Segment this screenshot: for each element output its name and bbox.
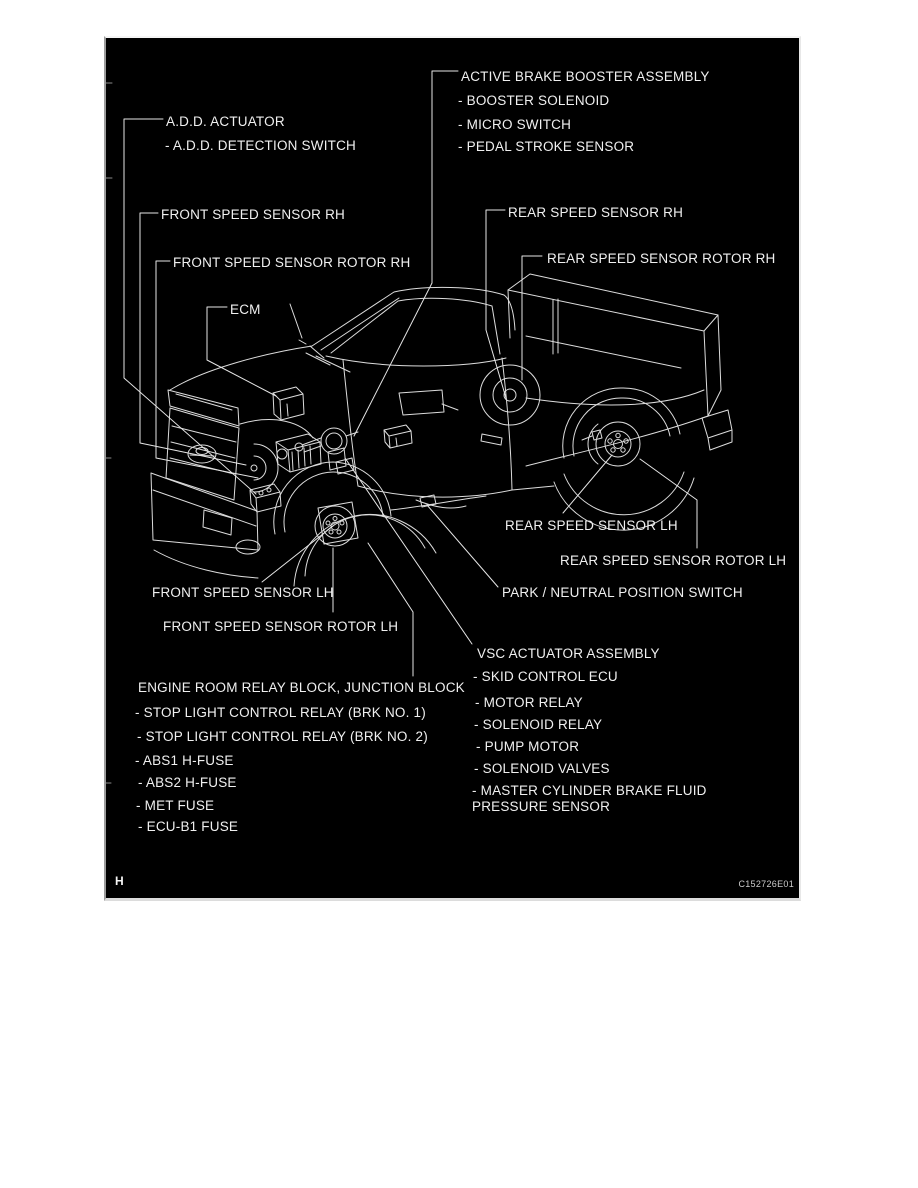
- component-location-diagram: ACTIVE BRAKE BOOSTER ASSEMBLY - BOOSTER …: [104, 36, 801, 901]
- rear-bumper: [702, 410, 732, 450]
- leader-front-speed-sensor-rh: [140, 213, 246, 465]
- headlight: [168, 390, 239, 426]
- page-mark: H: [115, 874, 124, 888]
- grille: [166, 408, 239, 500]
- leader-engine-room-relay-block: [368, 543, 413, 676]
- label-add-actuator: A.D.D. ACTUATOR: [166, 114, 285, 129]
- label-rear-speed-sensor-rotor-rh: REAR SPEED SENSOR ROTOR RH: [547, 251, 776, 266]
- front-hub-rotor: [294, 502, 436, 586]
- leader-front-speed-sensor-lh: [262, 526, 333, 582]
- label-solenoid-valves: - SOLENOID VALVES: [474, 761, 610, 776]
- license-plate: [203, 510, 232, 535]
- label-park-neutral-position-switch: PARK / NEUTRAL POSITION SWITCH: [502, 585, 743, 600]
- leader-front-speed-sensor-rotor-rh: [156, 261, 258, 478]
- bed-side-bottom: [526, 416, 708, 466]
- rocker-line: [358, 486, 554, 497]
- bed-side-crease: [526, 390, 704, 405]
- windshield: [306, 298, 399, 365]
- bed-front-panel: [508, 290, 558, 354]
- bed-floor: [526, 336, 681, 368]
- engine-room-relay-block-unit: [384, 425, 412, 448]
- label-met-fuse: - MET FUSE: [136, 798, 215, 813]
- door-shut-lines: [343, 358, 512, 490]
- label-micro-switch: - MICRO SWITCH: [458, 117, 572, 132]
- door-window: [331, 298, 500, 354]
- truck-line-art: [106, 38, 799, 898]
- leader-vsc-actuator: [345, 458, 472, 644]
- label-ecm: ECM: [230, 302, 261, 317]
- label-stop-light-control-relay-1: - STOP LIGHT CONTROL RELAY (BRK NO. 1): [135, 705, 426, 720]
- rear-hub-rotor: [554, 422, 694, 530]
- label-front-speed-sensor-rotor-lh: FRONT SPEED SENSOR ROTOR LH: [163, 619, 399, 634]
- label-add-detection-switch: - A.D.D. DETECTION SWITCH: [165, 138, 357, 153]
- label-rear-speed-sensor-rotor-lh: REAR SPEED SENSOR ROTOR LH: [560, 553, 787, 568]
- ecm-unit: [273, 387, 304, 420]
- label-abs2-h-fuse: - ABS2 H-FUSE: [138, 775, 237, 790]
- brake-booster-assembly: [295, 428, 358, 470]
- label-front-speed-sensor-rh: FRONT SPEED SENSOR RH: [161, 207, 345, 222]
- mirror: [399, 390, 458, 415]
- label-pump-motor: - PUMP MOTOR: [476, 739, 580, 754]
- antenna: [290, 304, 306, 344]
- label-master-cylinder-brake-fluid-pressure-sensor: - MASTER CYLINDER BRAKE FLUID PRESSURE S…: [472, 783, 707, 814]
- label-booster-solenoid: - BOOSTER SOLENOID: [458, 93, 610, 108]
- label-front-speed-sensor-lh: FRONT SPEED SENSOR LH: [152, 585, 334, 600]
- label-active-brake-booster-assembly: ACTIVE BRAKE BOOSTER ASSEMBLY: [461, 69, 710, 84]
- front-bumper: [151, 473, 258, 578]
- truck-body-outline: [170, 287, 515, 390]
- add-actuator-unit: [250, 484, 281, 512]
- leader-park-neutral-switch: [427, 505, 498, 587]
- label-front-speed-sensor-rotor-rh: FRONT SPEED SENSOR ROTOR RH: [173, 255, 411, 270]
- tailgate: [704, 315, 721, 416]
- vsc-actuator-unit: [276, 434, 321, 472]
- fog-light: [236, 540, 260, 554]
- leader-add-actuator: [124, 119, 256, 494]
- small-junction-box: [336, 458, 354, 474]
- door-handle: [481, 434, 502, 445]
- front-rh-wheel: [251, 444, 278, 492]
- label-motor-relay: - MOTOR RELAY: [475, 695, 583, 710]
- leader-active-brake-booster: [354, 71, 458, 436]
- leader-rear-speed-sensor-rotor-lh: [640, 459, 697, 548]
- fender-line: [240, 420, 486, 510]
- label-rear-speed-sensor-lh: REAR SPEED SENSOR LH: [505, 518, 678, 533]
- label-vsc-actuator-assembly: VSC ACTUATOR ASSEMBLY: [477, 646, 660, 661]
- label-rear-speed-sensor-rh: REAR SPEED SENSOR RH: [508, 205, 684, 220]
- label-stop-light-control-relay-2: - STOP LIGHT CONTROL RELAY (BRK NO. 2): [137, 729, 428, 744]
- bed-rails: [508, 274, 718, 331]
- rear-wheel-arch: [563, 388, 680, 458]
- leader-rear-speed-sensor-rh: [486, 210, 506, 398]
- label-skid-control-ecu: - SKID CONTROL ECU: [473, 669, 618, 684]
- label-engine-room-relay-block: ENGINE ROOM RELAY BLOCK, JUNCTION BLOCK: [138, 680, 465, 695]
- truck-illustration: [151, 274, 732, 586]
- leader-lines: [124, 71, 697, 676]
- label-pedal-stroke-sensor: - PEDAL STROKE SENSOR: [458, 139, 635, 154]
- label-solenoid-relay: - SOLENOID RELAY: [474, 717, 603, 732]
- belt-line: [326, 356, 506, 366]
- label-ecu-b1-fuse: - ECU-B1 FUSE: [138, 819, 239, 834]
- label-abs1-h-fuse: - ABS1 H-FUSE: [135, 753, 234, 768]
- rear-rh-wheel: [480, 365, 540, 425]
- leader-rear-speed-sensor-rotor-rh: [522, 256, 542, 380]
- leader-rear-speed-sensor-lh: [563, 455, 612, 513]
- figure-code: C152726E01: [738, 879, 794, 889]
- frame-tick-marks: [106, 83, 112, 783]
- leader-ecm: [207, 307, 276, 396]
- front-wheel-arch: [274, 462, 391, 534]
- park-neutral-switch-unit: [416, 495, 466, 508]
